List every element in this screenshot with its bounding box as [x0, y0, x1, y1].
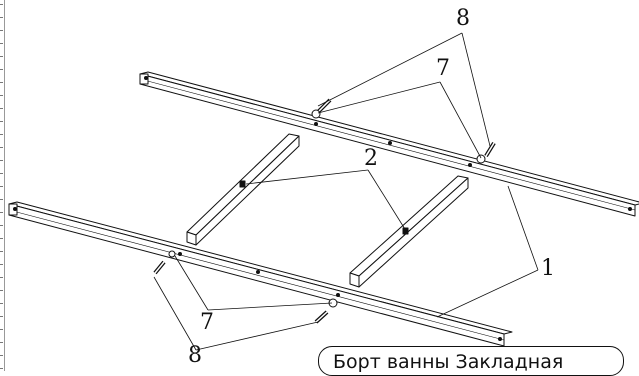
ruler-tick: [0, 199, 3, 200]
ruler-tick: [0, 290, 3, 291]
ruler-tick: [0, 30, 3, 31]
ruler-tick: [0, 121, 3, 122]
lower-right-bolt: [314, 298, 338, 324]
ruler-tick: [0, 69, 3, 70]
ruler-tick: [0, 238, 3, 239]
callout-bolt-top: 8: [456, 6, 470, 31]
ruler-tick: [0, 95, 3, 96]
lower-crossbar: [8, 201, 513, 347]
ruler-tick: [0, 147, 3, 148]
upper-right-bolt: [476, 141, 496, 164]
ruler-tick: [0, 160, 3, 161]
callout-leg: 2: [364, 146, 378, 171]
ruler-tick: [0, 212, 3, 213]
callout-crossbar: 1: [541, 256, 555, 281]
callout-washer-bottom: 7: [200, 310, 214, 335]
ruler-tick: [0, 368, 3, 369]
ruler-tick: [0, 173, 3, 174]
ruler-tick: [0, 4, 3, 5]
ruler-tick: [0, 316, 3, 317]
footer-label: Борт ванны Закладная: [318, 346, 624, 376]
leader-lines: [153, 32, 539, 351]
ruler-tick: [0, 56, 3, 57]
ruler-tick: [0, 329, 3, 330]
right-leg: [349, 175, 469, 288]
ruler-tick: [0, 355, 3, 356]
ruler-tick: [0, 108, 3, 109]
lower-left-bolt: [153, 250, 176, 275]
ruler-tick: [0, 277, 3, 278]
callout-washer-top: 7: [436, 56, 450, 81]
ruler-tick: [0, 251, 3, 252]
left-edge-ruler: [0, 0, 5, 371]
ruler-tick: [0, 134, 3, 135]
upper-crossbar: [139, 71, 639, 217]
callout-bolt-bottom: 8: [188, 343, 202, 368]
ruler-tick: [0, 264, 3, 265]
ruler-tick: [0, 17, 3, 18]
upper-left-bolt: [311, 98, 332, 119]
left-leg: [186, 133, 300, 246]
ruler-tick: [0, 342, 3, 343]
ruler-tick: [0, 225, 3, 226]
ruler-tick: [0, 43, 3, 44]
ruler-tick: [0, 303, 3, 304]
ruler-tick: [0, 82, 3, 83]
ruler-tick: [0, 186, 3, 187]
